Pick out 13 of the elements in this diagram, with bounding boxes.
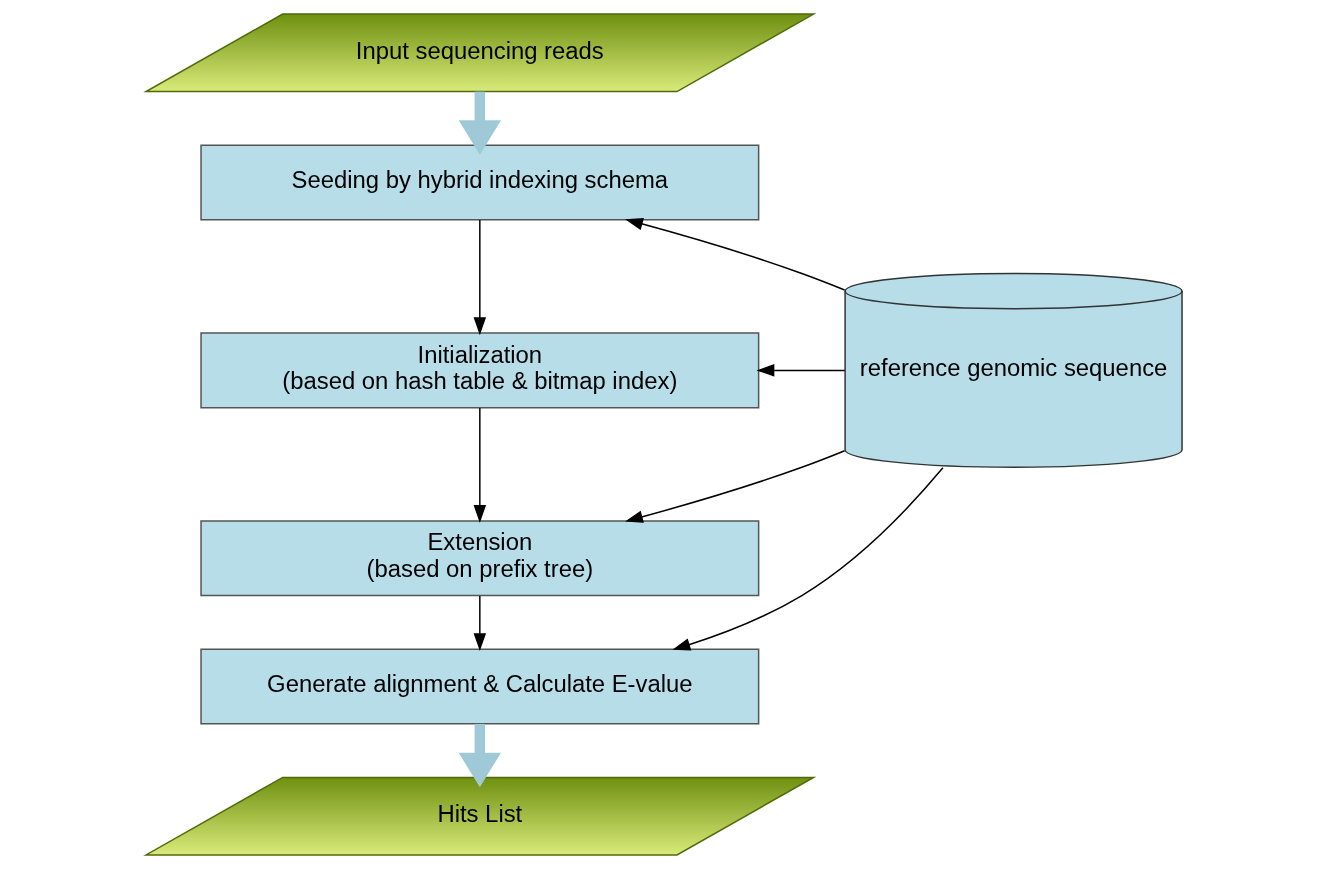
arrow: [473, 407, 486, 523]
arrow: [473, 595, 486, 652]
node-box: Seeding by hybrid indexing schema: [199, 144, 759, 221]
arrow: [671, 467, 944, 651]
arrow: [755, 364, 846, 377]
arrow: [624, 217, 845, 291]
node-box: Generate alignment & Calculate E-value: [199, 648, 759, 725]
arrow: [458, 91, 501, 155]
node-box: Extension (based on prefix tree): [199, 520, 759, 597]
arrow: [624, 450, 845, 523]
node-box: Initialization (based on hash table & bitmap index): [199, 332, 759, 409]
arrow: [473, 219, 486, 336]
arrow: [458, 723, 501, 788]
